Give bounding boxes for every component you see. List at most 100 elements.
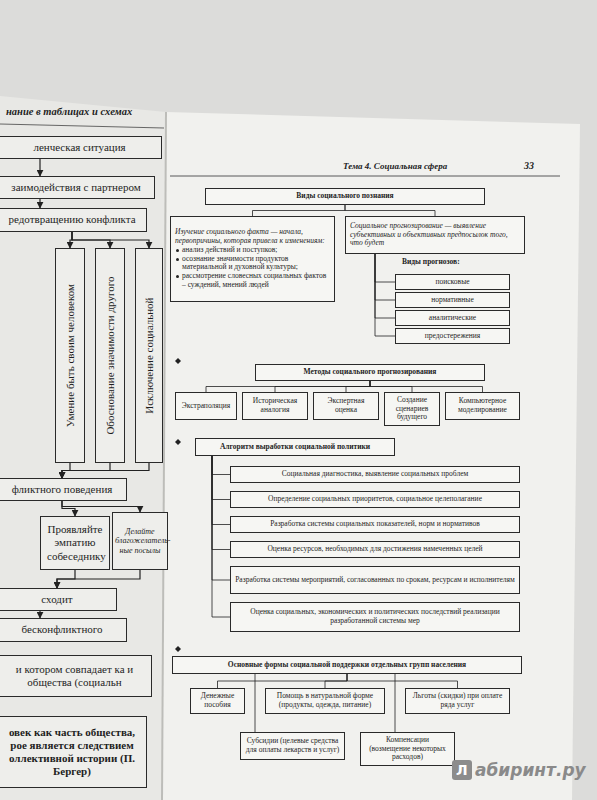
- process-box: Экспертная оценка: [313, 392, 379, 420]
- box-text: Умение быть своим человеком: [63, 253, 76, 458]
- bullet-dot: [176, 249, 179, 252]
- process-box: Разработка системы социальных показателе…: [230, 516, 520, 533]
- process-box: овек как часть общества, рое является сл…: [0, 716, 147, 788]
- header-text: нание в таблицах и схемах: [6, 106, 132, 117]
- process-box: ленческая ситуация: [0, 136, 162, 159]
- heading-box: Виды социального познания: [205, 188, 485, 205]
- box-text: бесконфликтного: [4, 623, 120, 636]
- connector-line: [375, 254, 395, 318]
- header-text: Тема 4. Социальная сфера: [343, 161, 447, 171]
- right-page: [162, 112, 580, 800]
- box-text: Обоснование значимости другого: [103, 253, 116, 458]
- box-text: Оценка ресурсов, необходимых для достиже…: [235, 545, 515, 554]
- connector-line: [375, 254, 395, 336]
- connector-arrow: [39, 159, 40, 176]
- process-box: Денежные пособия: [190, 688, 245, 714]
- connector-line: [255, 674, 256, 732]
- process-box: Компенсации (возмещение некоторых расход…: [360, 732, 455, 766]
- section-bullet: [175, 646, 181, 652]
- connector-line: [212, 456, 230, 617]
- box-text: Разработка системы социальных показателе…: [235, 520, 515, 529]
- connector-line: [375, 254, 395, 282]
- box-text: Основные формы социальной поддержки отде…: [177, 661, 517, 670]
- connector-line: [212, 456, 230, 475]
- section-bullet: [175, 439, 181, 445]
- box-text: Виды социального познания: [210, 192, 480, 201]
- box-text: овек как часть общества, рое является сл…: [4, 726, 140, 779]
- process-box: поисковые: [395, 274, 510, 290]
- header-rule: [170, 176, 560, 177]
- process-box: Социальная диагностика, выявление социал…: [230, 466, 520, 483]
- box-text: сходит: [4, 593, 110, 606]
- page-number: 33: [524, 160, 534, 171]
- box-text: Оценка социальных, экономических и полит…: [235, 608, 515, 626]
- box-text: поисковые: [400, 278, 505, 287]
- box-text: Помощь в натуральной форме (продукты, од…: [270, 692, 380, 710]
- connector-line: [325, 674, 347, 688]
- heading-box: Основные формы социальной поддержки отде…: [172, 656, 522, 674]
- process-box: Проявляйте эмпатию собеседнику: [40, 516, 110, 570]
- box-text: Льготы (скидки) при оплате ряда услуг: [410, 692, 505, 710]
- connector-line: [212, 456, 230, 580]
- box-text: Проявляйте эмпатию собеседнику: [47, 523, 103, 563]
- connector-arrow: [62, 463, 149, 478]
- connector-arrow: [57, 570, 140, 588]
- watermark: абиринт.ру: [475, 760, 586, 780]
- header-text: Виды прогнозов:: [402, 257, 460, 266]
- process-box: Оценка ресурсов, необходимых для достиже…: [230, 541, 520, 558]
- process-box: Определение социальных приоритетов, соци…: [230, 491, 520, 508]
- box-text: предостережения: [400, 332, 505, 341]
- box-text: Исключение социальной: [142, 253, 155, 458]
- connector-arrow: [39, 199, 40, 208]
- box-text: Создание сценариев будущего: [389, 396, 435, 423]
- box-text: Социальное прогнозирование — выявление с…: [350, 222, 520, 249]
- bullet-dot: [176, 275, 179, 278]
- process-box: Социальное прогнозирование — выявление с…: [345, 216, 525, 254]
- process-box: и котором совпадает ка и общества (социа…: [0, 655, 152, 697]
- bullet-dot: [176, 258, 179, 261]
- box-text: Изучение социального факта — начала, пер…: [175, 228, 330, 246]
- box-text: редотвращению конфликта: [4, 213, 140, 226]
- process-box: Обоснование значимости другого: [95, 248, 125, 463]
- process-box: Оценка социальных, экономических и полит…: [230, 602, 520, 632]
- heading-box: Алгоритм выработки социальной политики: [195, 438, 395, 456]
- connector-line: [212, 456, 230, 500]
- connector-arrow: [72, 232, 149, 248]
- box-text: Историческая аналогия: [247, 397, 303, 415]
- process-box: Разработка системы мероприятий, согласов…: [230, 566, 520, 594]
- box-text: осознание значимости продуктов материаль…: [175, 255, 330, 273]
- box-text: Субсидии (целевые средства для оплаты ле…: [245, 737, 340, 755]
- box-text: Компьютерное моделирование: [450, 397, 515, 415]
- process-box: фликтного поведения: [0, 478, 127, 501]
- connector-line: [206, 381, 370, 392]
- process-box: Помощь в натуральной форме (продукты, од…: [265, 688, 385, 714]
- connector-arrow: [62, 501, 140, 512]
- connector-line: [275, 381, 370, 392]
- watermark: Л: [452, 760, 472, 780]
- connector-arrow: [39, 611, 40, 618]
- box-text: Компенсации (возмещение некоторых расход…: [365, 736, 450, 763]
- box-text: аналитические: [400, 314, 505, 323]
- box-text: ленческая ситуация: [4, 141, 155, 154]
- process-box: Делайте благожелатель- ные посылы: [112, 512, 168, 570]
- connector-line: [212, 456, 230, 550]
- process-box: Исключение социальной: [135, 248, 163, 463]
- heading-box: Методы социального прогнозирования: [255, 364, 485, 381]
- box-text: нормативные: [400, 296, 505, 305]
- box-text: анализ действий и поступков;: [175, 246, 330, 255]
- connector-arrow: [62, 501, 75, 516]
- process-box: Льготы (скидки) при оплате ряда услуг: [405, 688, 510, 714]
- connector-line: [395, 674, 396, 732]
- connector-line: [253, 205, 346, 216]
- box-text: Экстраполяция: [180, 402, 232, 411]
- box-text: Делайте благожелатель- ные посылы: [115, 527, 165, 556]
- process-box: сходит: [0, 588, 117, 611]
- process-box: Компьютерное моделирование: [445, 392, 520, 420]
- process-box: заимодействия с партнером: [0, 176, 155, 199]
- process-box: Субсидии (целевые средства для оплаты ле…: [240, 732, 345, 760]
- process-box: нормативные: [395, 292, 510, 308]
- box-text: фликтного поведения: [4, 483, 120, 496]
- connector-line: [347, 674, 458, 688]
